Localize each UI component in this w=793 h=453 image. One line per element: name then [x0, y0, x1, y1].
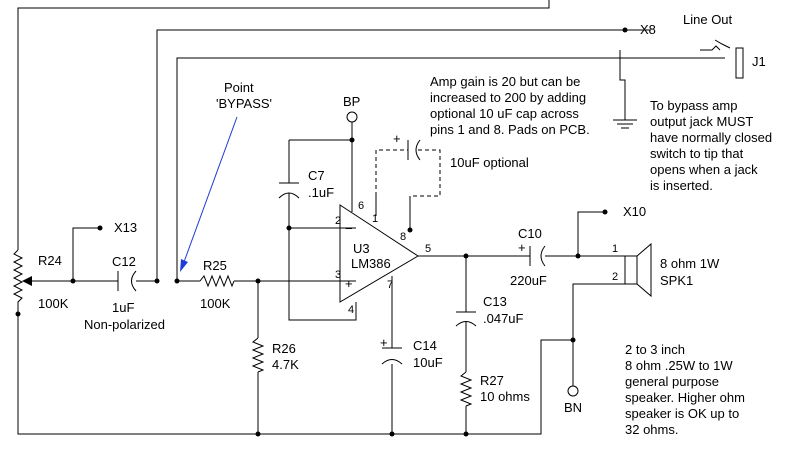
- plus-sign: +: [345, 276, 353, 291]
- bypass-note-line-2: output jack MUST: [650, 114, 753, 129]
- pin-1: 1: [372, 213, 378, 225]
- r24-label: R24: [38, 253, 62, 268]
- bypass-label: 'BYPASS': [216, 96, 272, 111]
- r26-resistor: R26 4.7K: [251, 337, 299, 373]
- speaker-spk1: 1 2 8 ohm 1W SPK1: [612, 242, 720, 298]
- pin-8: 8: [400, 231, 406, 243]
- r25-label: R25: [203, 258, 227, 273]
- j1-label: J1: [752, 54, 766, 69]
- c7-capacitor: C7 .1uF: [278, 168, 334, 200]
- x10-label: X10: [623, 204, 646, 219]
- gain-note-line-1: Amp gain is 20 but can be: [430, 74, 580, 89]
- c14-capacitor: + C14 10uF: [380, 335, 443, 370]
- spk-desc: 8 ohm 1W: [660, 256, 720, 271]
- speaker-note-line-1: 2 to 3 inch: [625, 342, 685, 357]
- u3-lm386: − + U3 LM386 6 2 1 8 5 3 7 4: [335, 200, 431, 316]
- c14-plus: +: [380, 335, 388, 350]
- r25-resistor: R25 100K: [199, 258, 235, 311]
- c12-capacitor: C12 1uF Non-polarized: [84, 254, 165, 332]
- r24-value: 100K: [38, 296, 69, 311]
- gain-note-line-2: increased to 200 by adding: [430, 90, 586, 105]
- pin-3: 3: [335, 269, 341, 281]
- r24-potentiometer: R24 100K: [12, 249, 69, 314]
- c7-value: .1uF: [308, 185, 334, 200]
- bypass-note-line-1: To bypass amp: [650, 98, 737, 113]
- gain-note: Amp gain is 20 but can be increased to 2…: [430, 74, 590, 137]
- c13-value: .047uF: [483, 311, 524, 326]
- speaker-note-line-2: 8 ohm .25W to 1W: [625, 358, 733, 373]
- spk1-label: SPK1: [660, 273, 693, 288]
- spk-pin-1: 1: [612, 243, 618, 255]
- opt-plus: +: [393, 131, 401, 146]
- spk-pin-2: 2: [612, 271, 618, 283]
- c10-label: C10: [518, 226, 542, 241]
- r27-label: R27: [480, 373, 504, 388]
- bp-test-point: BP: [343, 94, 360, 123]
- pin-4: 4: [348, 304, 354, 316]
- r27-value: 10 ohms: [480, 389, 530, 404]
- pin-5: 5: [425, 243, 431, 255]
- bypass-note-line-6: is inserted.: [650, 178, 713, 193]
- bypass-note-line-3: have normally closed: [650, 130, 772, 145]
- speaker-note-line-5: speaker is OK up to: [625, 406, 739, 421]
- gain-note-line-3: optional 10 uF cap across: [430, 106, 579, 121]
- r27-resistor: R27 10 ohms: [459, 371, 530, 407]
- point-label: Point: [224, 80, 254, 95]
- line-out-label: Line Out: [683, 12, 733, 27]
- lm386-label: LM386: [351, 256, 391, 271]
- speaker-note-line-6: 32 ohms.: [625, 422, 678, 437]
- bypass-note-line-4: switch to tip that: [650, 146, 744, 161]
- minus-sign: −: [345, 221, 353, 236]
- r26-label: R26: [272, 341, 296, 356]
- optional-cap-label: 10uF optional: [450, 155, 529, 170]
- x13-label: X13: [114, 220, 137, 235]
- line-out-jack: Line Out J1: [625, 12, 766, 79]
- r26-value: 4.7K: [272, 357, 299, 372]
- c12-value: 1uF: [112, 300, 134, 315]
- c7-label: C7: [308, 168, 325, 183]
- pin-7: 7: [387, 279, 393, 291]
- c10-value: 220uF: [510, 273, 547, 288]
- bypass-note-line-5: opens when a jack: [650, 162, 758, 177]
- bn-label: BN: [564, 400, 582, 415]
- ground-symbol: [613, 119, 637, 129]
- optional-capacitor: + 10uF optional: [393, 131, 529, 170]
- bypass-pointer: Point 'BYPASS': [180, 80, 272, 272]
- c12-label: C12: [112, 254, 136, 269]
- bp-label: BP: [343, 94, 360, 109]
- c13-capacitor: C13 .047uF: [455, 294, 524, 327]
- pin-6: 6: [358, 200, 364, 212]
- c13-label: C13: [483, 294, 507, 309]
- gain-note-line-4: pins 1 and 8. Pads on PCB.: [430, 122, 590, 137]
- c10-plus: +: [518, 240, 526, 255]
- bypass-note: To bypass amp output jack MUST have norm…: [650, 98, 772, 193]
- c12-note: Non-polarized: [84, 317, 165, 332]
- pin-2: 2: [335, 215, 341, 227]
- speaker-note: 2 to 3 inch 8 ohm .25W to 1W general pur…: [625, 342, 745, 437]
- speaker-note-line-4: speaker. Higher ohm: [625, 390, 745, 405]
- bn-test-point: BN: [564, 385, 582, 415]
- r25-value: 100K: [200, 296, 231, 311]
- c10-capacitor: C10 + 220uF: [510, 226, 547, 288]
- u3-label: U3: [353, 241, 370, 256]
- c14-label: C14: [413, 338, 437, 353]
- c14-value: 10uF: [413, 355, 443, 370]
- speaker-note-line-3: general purpose: [625, 374, 719, 389]
